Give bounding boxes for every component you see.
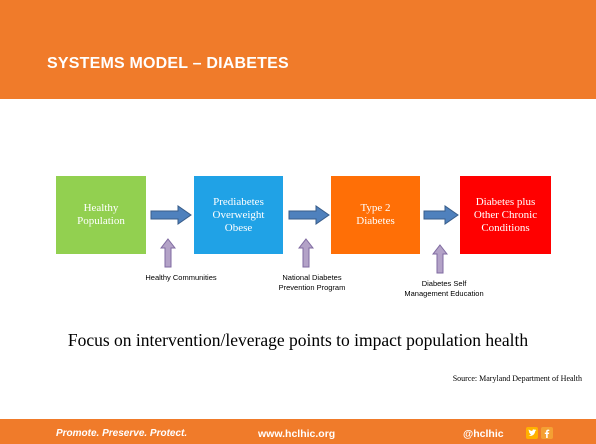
flow-arrow-right-icon: [288, 205, 330, 225]
source-citation: Source: Maryland Department of Health: [452, 374, 582, 383]
box-line: Diabetes plus: [475, 195, 536, 208]
flow-arrow-right-icon: [423, 205, 459, 225]
intervention-arrow-up-icon: [432, 244, 448, 274]
flow-arrow-right-icon: [150, 205, 192, 225]
label-line: Healthy Communities: [145, 273, 217, 282]
intervention-label-dsme: Diabetes Self Management Education: [389, 279, 499, 298]
footer-bar: [0, 419, 596, 444]
intervention-label-healthy-communities: Healthy Communities: [126, 273, 236, 283]
box-line: Type 2: [360, 202, 391, 214]
box-diabetes-plus-chronic: Diabetes plus Other Chronic Conditions: [460, 176, 551, 254]
focus-statement: Focus on intervention/leverage points to…: [67, 330, 529, 350]
intervention-arrow-up-icon: [160, 238, 176, 268]
box-line: Conditions: [481, 221, 530, 234]
slide-title: SYSTEMS MODEL – DIABETES: [47, 55, 289, 72]
box-type-2-diabetes: Type 2 Diabetes: [331, 176, 420, 254]
footer-social-handle: @hclhic: [463, 428, 504, 440]
box-line: Other Chronic: [473, 208, 538, 221]
label-line: Prevention Program: [278, 282, 346, 292]
box-line: Diabetes: [356, 215, 395, 227]
footer-tagline: Promote. Preserve. Protect.: [56, 428, 188, 439]
box-line: Healthy: [83, 202, 119, 214]
intervention-label-ndpp: National Diabetes Prevention Program: [262, 273, 362, 292]
title-bar: [0, 0, 596, 99]
box-line: Obese: [224, 221, 253, 234]
box-line: Overweight: [212, 208, 265, 221]
box-prediabetes: Prediabetes Overweight Obese: [194, 176, 283, 254]
label-line: National Diabetes: [282, 273, 342, 282]
facebook-icon[interactable]: [541, 427, 553, 439]
footer-url-link[interactable]: www.hclhic.org: [258, 428, 336, 440]
box-line: Population: [77, 215, 125, 227]
label-line: Diabetes Self: [421, 279, 467, 288]
label-line: Management Education: [404, 288, 484, 298]
box-line: Prediabetes: [213, 195, 264, 208]
twitter-icon[interactable]: [526, 427, 538, 439]
box-healthy-population: Healthy Population: [56, 176, 146, 254]
intervention-arrow-up-icon: [298, 238, 314, 268]
